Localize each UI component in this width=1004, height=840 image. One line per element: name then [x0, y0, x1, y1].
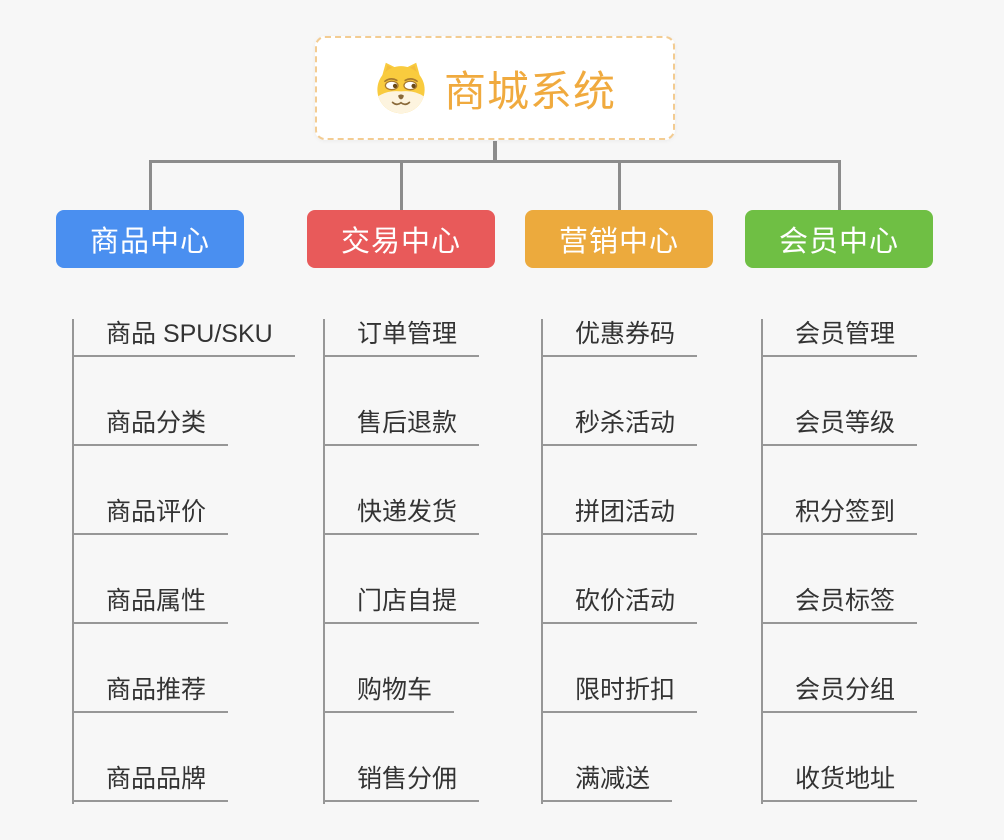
- connector-drop-1: [149, 160, 152, 210]
- branch-node-marketing[interactable]: 营销中心: [525, 210, 713, 268]
- connector-drop-4: [838, 160, 841, 210]
- leaf-node[interactable]: 优惠券码: [543, 319, 698, 357]
- connector-drop-3: [618, 160, 621, 210]
- leaf-node[interactable]: 门店自提: [325, 586, 480, 624]
- leaf-node[interactable]: 积分签到: [763, 497, 918, 535]
- shiba-dog-icon: [377, 62, 425, 114]
- leaf-node[interactable]: 拼团活动: [543, 497, 698, 535]
- subtree-products: 商品 SPU/SKU 商品分类 商品评价 商品属性 商品推荐 商品品牌: [72, 319, 295, 804]
- subtree-trade: 订单管理 售后退款 快递发货 门店自提 购物车 销售分佣: [323, 319, 495, 804]
- root-title: 商城系统: [443, 67, 616, 115]
- subtree-members: 会员管理 会员等级 积分签到 会员标签 会员分组 收货地址: [761, 319, 933, 804]
- branch-node-members[interactable]: 会员中心: [745, 210, 933, 268]
- root-node[interactable]: 商城系统: [315, 36, 675, 140]
- branch-node-trade[interactable]: 交易中心: [307, 210, 495, 268]
- leaf-node[interactable]: 商品推荐: [74, 675, 229, 713]
- leaf-node[interactable]: 会员管理: [763, 319, 918, 357]
- connector-root-stub: [493, 141, 497, 161]
- branch-column-marketing: 营销中心 优惠券码 秒杀活动 拼团活动 砍价活动 限时折扣 满减送: [525, 210, 713, 804]
- leaf-node[interactable]: 商品属性: [74, 586, 229, 624]
- branch-column-members: 会员中心 会员管理 会员等级 积分签到 会员标签 会员分组 收货地址: [745, 210, 933, 804]
- leaf-node[interactable]: 商品 SPU/SKU: [74, 319, 295, 357]
- leaf-node[interactable]: 限时折扣: [543, 675, 698, 713]
- leaf-node[interactable]: 快递发货: [325, 497, 480, 535]
- leaf-node[interactable]: 商品分类: [74, 408, 229, 446]
- leaf-node[interactable]: 会员等级: [763, 408, 918, 446]
- leaf-node[interactable]: 商品品牌: [74, 764, 229, 802]
- leaf-node[interactable]: 销售分佣: [325, 764, 480, 802]
- leaf-node[interactable]: 会员标签: [763, 586, 918, 624]
- leaf-node[interactable]: 秒杀活动: [543, 408, 698, 446]
- leaf-node[interactable]: 收货地址: [763, 764, 918, 802]
- leaf-node[interactable]: 砍价活动: [543, 586, 698, 624]
- subtree-marketing: 优惠券码 秒杀活动 拼团活动 砍价活动 限时折扣 满减送: [541, 319, 713, 804]
- leaf-node[interactable]: 会员分组: [763, 675, 918, 713]
- branch-column-products: 商品中心 商品 SPU/SKU 商品分类 商品评价 商品属性 商品推荐 商品品牌: [56, 210, 295, 804]
- connector-drop-2: [400, 160, 403, 210]
- leaf-node[interactable]: 满减送: [543, 764, 673, 802]
- branch-column-trade: 交易中心 订单管理 售后退款 快递发货 门店自提 购物车 销售分佣: [307, 210, 495, 804]
- leaf-node[interactable]: 售后退款: [325, 408, 480, 446]
- connector-bus: [150, 160, 839, 163]
- leaf-node[interactable]: 订单管理: [325, 319, 480, 357]
- branch-node-products[interactable]: 商品中心: [56, 210, 244, 268]
- leaf-node[interactable]: 购物车: [325, 675, 455, 713]
- leaf-node[interactable]: 商品评价: [74, 497, 229, 535]
